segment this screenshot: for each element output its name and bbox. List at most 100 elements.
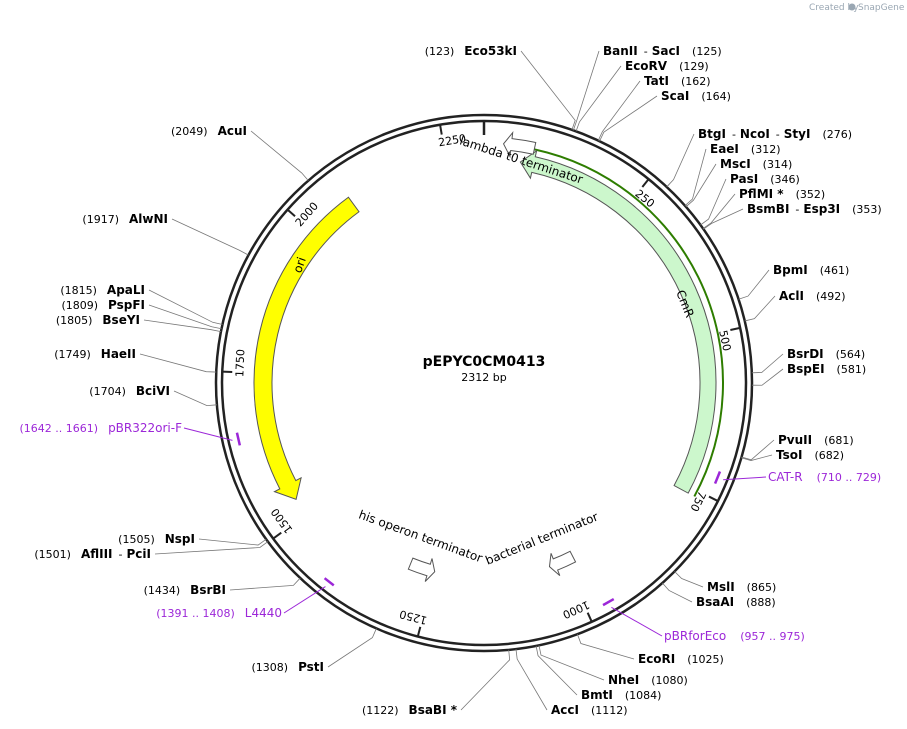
enzyme-leader — [250, 130, 309, 181]
enzyme-site-eaei[interactable]: EaeI (312) — [684, 142, 781, 207]
enzyme-site-apali[interactable]: (1815)ApaLI — [60, 283, 223, 325]
enzyme-leader — [143, 319, 222, 333]
enzyme-position: (162) — [681, 75, 711, 88]
enzyme-site-bsrdi[interactable]: BsrDI(564) — [751, 347, 865, 374]
enzyme-leader — [741, 439, 775, 461]
primer-label: pBRforEco(957 .. 975) — [664, 629, 805, 643]
enzyme-site-nspi[interactable]: (1505)NspI — [118, 532, 267, 546]
his-terminator-arrow[interactable] — [407, 557, 436, 582]
enzyme-site-banii[interactable]: BanII-SacI(125) — [572, 44, 722, 131]
enzyme-leader — [674, 571, 704, 588]
enzyme-label: BpmI(461) — [773, 263, 849, 277]
enzyme-leader — [703, 208, 744, 230]
lambda-terminator-arrow[interactable] — [502, 131, 537, 159]
enzyme-site-bsmbi[interactable]: BsmBI-Esp3I(353) — [703, 202, 882, 230]
enzyme-site-bsabi[interactable]: (1122)BsaBI * — [362, 649, 511, 717]
enzyme-site-pvuii[interactable]: PvuII(681) — [741, 433, 854, 461]
enzyme-position: (492) — [816, 290, 846, 303]
enzyme-site-eco53ki[interactable]: (123)Eco53kI — [425, 44, 576, 130]
enzyme-leader — [702, 193, 736, 229]
enzyme-label: AclI(492) — [779, 289, 846, 303]
ori-feature-arrow[interactable] — [253, 196, 360, 501]
enzyme-site-bsaai[interactable]: BsaAI(888) — [662, 582, 776, 609]
enzyme-name: BmtI — [581, 688, 613, 702]
enzyme-position: (312) — [751, 143, 781, 156]
enzyme-site-tati[interactable]: TatI(162) — [597, 74, 711, 141]
enzyme-label: MscI(314) — [720, 157, 792, 171]
primer-range: (957 .. 975) — [740, 630, 805, 643]
enzyme-label: EcoRV (129) — [625, 59, 709, 73]
enzyme-site-bpmi[interactable]: BpmI(461) — [738, 263, 850, 300]
enzyme-name: TsoI — [776, 448, 802, 462]
enzyme-site-acci[interactable]: AccI(1112) — [515, 649, 628, 717]
enzyme-site-nhei[interactable]: NheI(1080) — [538, 645, 688, 687]
enzyme-label: PvuII(681) — [778, 433, 854, 447]
primer-pbrforeco[interactable]: pBRforEco(957 .. 975) — [602, 597, 805, 643]
enzyme-leader — [460, 649, 511, 711]
enzyme-site-msci[interactable]: MscI(314) — [685, 157, 792, 208]
enzyme-leader — [327, 628, 377, 668]
enzyme-site-bspei[interactable]: BspEI(581) — [751, 362, 866, 386]
enzyme-label: (1501)AflIII-PciI — [34, 547, 151, 561]
enzyme-label: ScaI(164) — [661, 89, 731, 103]
enzyme-site-pasi[interactable]: PasI(346) — [700, 172, 800, 226]
enzyme-site-btgi[interactable]: BtgI-NcoI-StyI(276) — [666, 127, 852, 188]
primer-leader — [183, 427, 233, 441]
enzyme-site-tsoi[interactable]: TsoI(682) — [741, 448, 844, 462]
tick-mark — [730, 326, 741, 331]
primer-l4440[interactable]: (1391 .. 1408)L4440 — [156, 577, 335, 620]
enzyme-site-acui[interactable]: (2049)AcuI — [171, 124, 309, 181]
enzyme-leader — [520, 50, 576, 130]
enzyme-site-pflmi[interactable]: PflMI *(352) — [702, 187, 825, 229]
enzyme-name: AccI — [551, 703, 579, 717]
enzyme-leader — [599, 95, 658, 142]
enzyme-name: BsrDI — [787, 347, 824, 361]
enzyme-site-bsrbi[interactable]: (1434)BsrBI — [144, 577, 301, 597]
primer-leader — [283, 586, 326, 614]
tick-mark — [586, 612, 593, 623]
cmr-feature-arrow[interactable] — [519, 149, 717, 494]
enzyme-site-msli[interactable]: MslI(865) — [674, 571, 777, 594]
enzyme-site-bcivi[interactable]: (1704)BciVI — [89, 384, 217, 407]
primer-cat-r[interactable]: CAT-R(710 .. 729) — [713, 470, 881, 485]
enzyme-site-ecori[interactable]: EcoRI(1025) — [577, 634, 724, 666]
enzyme-position: (461) — [820, 264, 850, 277]
enzyme-label: PflMI *(352) — [739, 187, 825, 201]
enzyme-position: (1749) — [54, 348, 91, 361]
primer-label: CAT-R(710 .. 729) — [768, 470, 881, 484]
enzyme-leader — [662, 582, 693, 603]
primer-bar — [235, 432, 242, 446]
enzyme-label: (123)Eco53kI — [425, 44, 517, 58]
enzyme-site-afliii[interactable]: (1501)AflIII-PciI — [34, 541, 269, 561]
enzyme-site-ecorv[interactable]: EcoRV (129) — [575, 59, 709, 132]
bacterial-terminator-arrow[interactable] — [548, 550, 577, 576]
enzyme-site-acli[interactable]: AclI(492) — [744, 289, 846, 322]
primer-pbr322ori-f[interactable]: (1642 .. 1661)pBR322ori-F — [20, 421, 242, 446]
enzyme-site-bseyi[interactable]: (1805)BseYI — [56, 313, 222, 333]
enzyme-label: (1815)ApaLI — [60, 283, 145, 297]
enzyme-position: (1805) — [56, 314, 93, 327]
enzyme-name: EaeI — [710, 142, 739, 156]
bacterial-terminator-label: bacterial terminator — [483, 510, 600, 568]
enzyme-site-pspfi[interactable]: (1809)PspFI — [61, 298, 222, 330]
enzyme-position: (129) — [679, 60, 709, 73]
enzyme-leader — [535, 645, 578, 696]
enzyme-label: (1704)BciVI — [89, 384, 170, 398]
enzyme-position: (164) — [701, 90, 731, 103]
enzyme-position: (1084) — [625, 689, 662, 702]
enzyme-position: (125) — [692, 45, 722, 58]
enzyme-position: (1434) — [144, 584, 181, 597]
enzyme-label: (1809)PspFI — [61, 298, 145, 312]
enzyme-site-scai[interactable]: ScaI(164) — [599, 89, 731, 142]
enzyme-site-alwni[interactable]: (1917)AlwNI — [82, 212, 249, 256]
enzyme-name: ApaLI — [107, 283, 145, 297]
enzyme-site-psti[interactable]: (1308)PstI — [251, 628, 377, 674]
enzyme-name: EcoRV — [625, 59, 668, 73]
enzyme-site-haeii[interactable]: (1749)HaeII — [54, 347, 217, 373]
enzyme-leader — [666, 133, 695, 188]
tick-label: 1250 — [398, 607, 428, 627]
enzyme-name: PasI — [730, 172, 758, 186]
enzyme-site-bmti[interactable]: BmtI (1084) — [535, 645, 662, 702]
primer-name: pBR322ori-F — [108, 421, 182, 435]
